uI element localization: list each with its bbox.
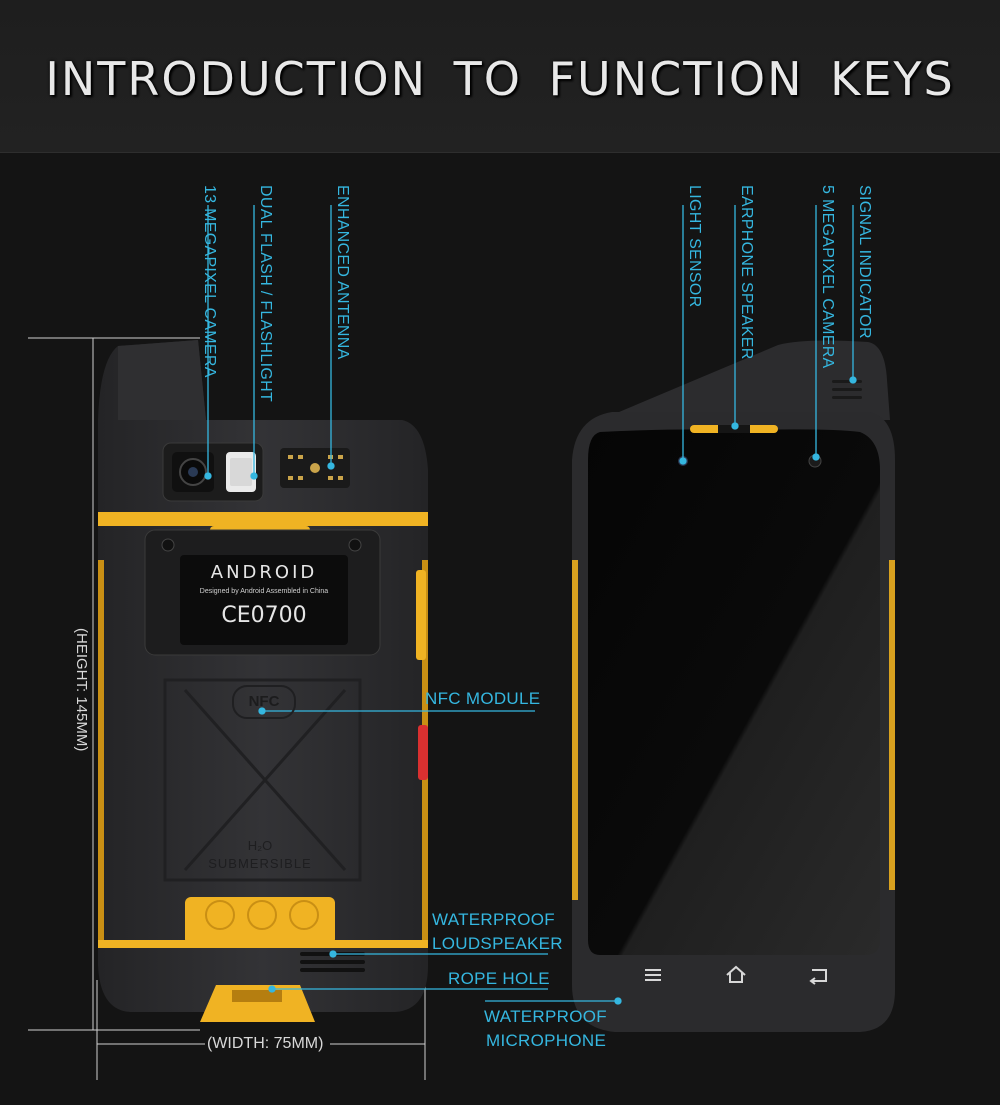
dimension-lines	[28, 337, 426, 1080]
label-enhanced-antenna: ENHANCED ANTENNA	[334, 185, 351, 360]
label-waterproof-microphone-2: MICROPHONE	[486, 1031, 607, 1050]
width-dimension: (WIDTH: 75MM)	[207, 1035, 324, 1052]
label-waterproof-microphone-1: WATERPROOF	[484, 1007, 607, 1026]
phone-back	[98, 340, 428, 1022]
nav-buttons	[645, 965, 827, 985]
label-dual-flash: DUAL FLASH / FLASHLIGHT	[257, 185, 274, 403]
label-waterproof-loudspeaker-2: LOUDSPEAKER	[432, 934, 563, 953]
label-13mp-camera: 13 MEGAPIXEL CAMERA	[201, 185, 218, 378]
header-banner: INTRODUCTION TO FUNCTION KEYS	[0, 0, 1000, 153]
cert-mark: CE0700	[221, 603, 307, 628]
label-waterproof-loudspeaker-1: WATERPROOF	[432, 910, 555, 929]
nfc-logo: NFC	[232, 685, 296, 719]
h2o-text: H₂O	[247, 838, 273, 853]
label-rope-hole: ROPE HOLE	[448, 969, 550, 988]
label-signal-indicator: SIGNAL INDICATOR	[856, 185, 873, 339]
page-title: INTRODUCTION TO FUNCTION KEYS	[45, 52, 955, 106]
label-5mp-camera: 5 MEGAPIXEL CAMERA	[819, 185, 836, 369]
assembled-text: Designed by Android Assembled in China	[199, 588, 329, 595]
label-earphone-speaker: EARPHONE SPEAKER	[738, 185, 755, 360]
label-nfc-module: NFC MODULE	[425, 689, 541, 708]
submersible-text: SUBMERSIBLE	[208, 856, 312, 871]
android-logo: ANDROID	[210, 562, 318, 583]
height-dimension: (HEIGHT: 145MM)	[73, 628, 90, 752]
callout-lines	[204, 205, 857, 1005]
phone-front	[572, 340, 895, 1032]
label-light-sensor: LIGHT SENSOR	[686, 185, 703, 308]
